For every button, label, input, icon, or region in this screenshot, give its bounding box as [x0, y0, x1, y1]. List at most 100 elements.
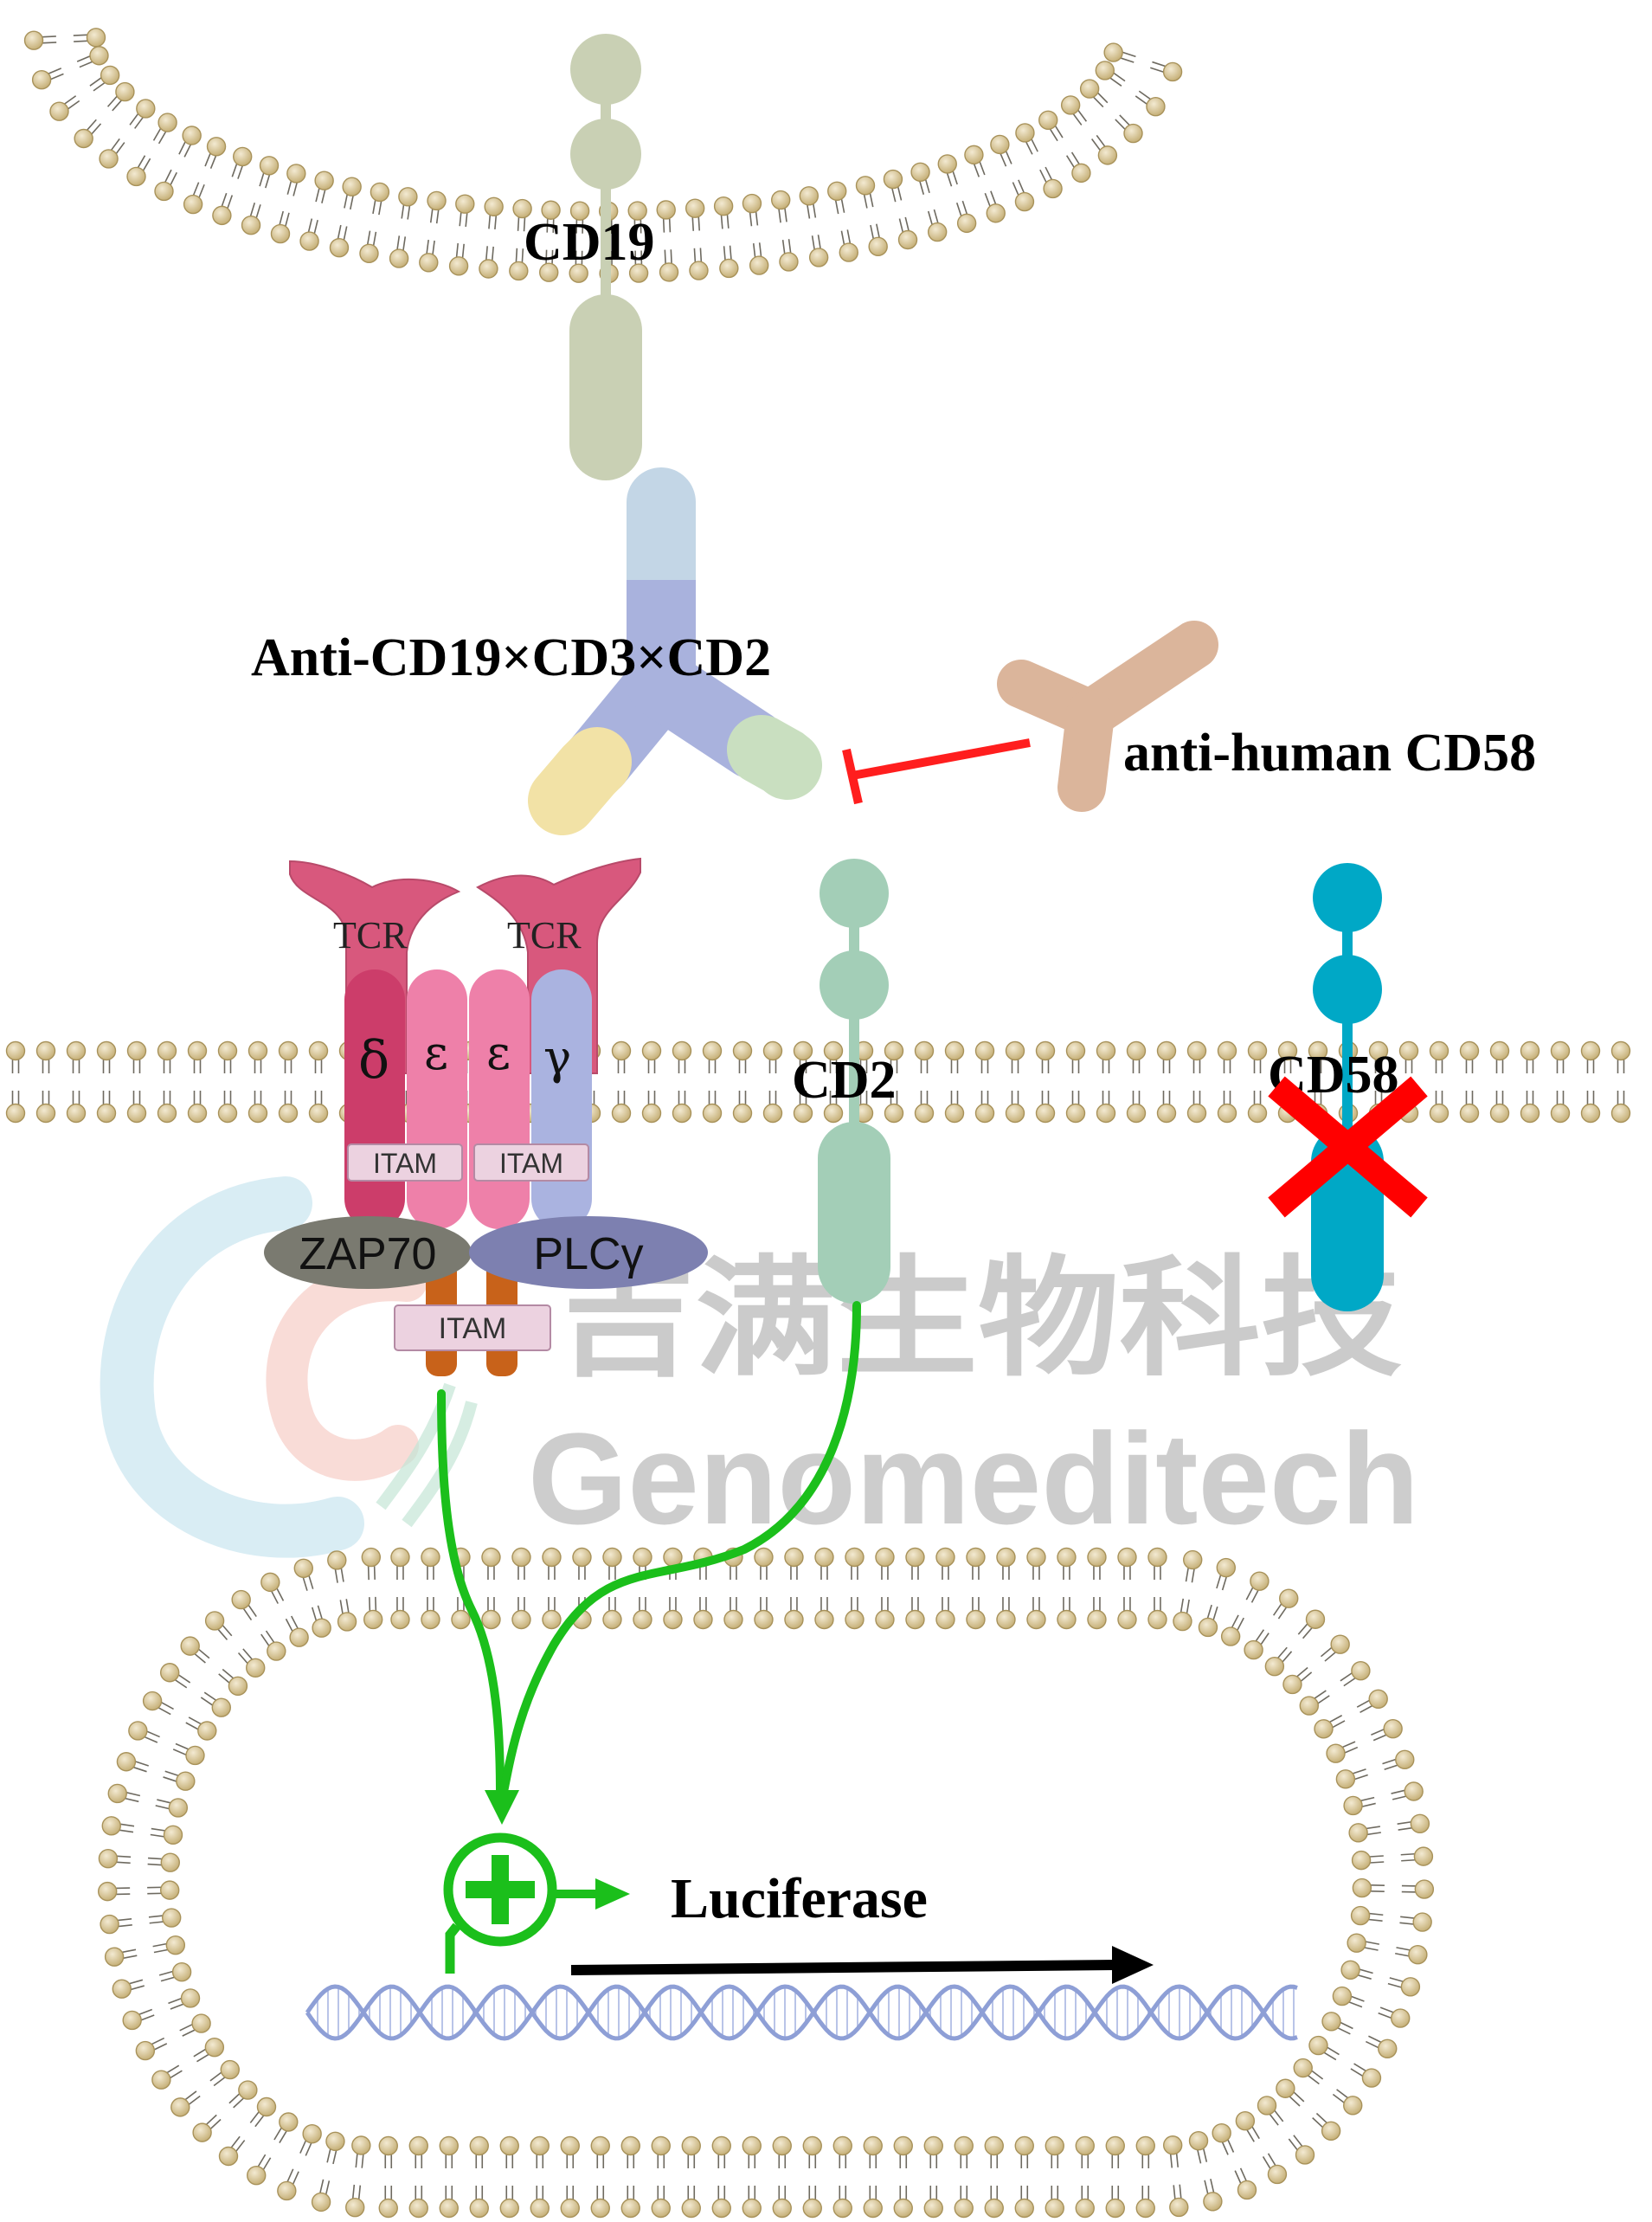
lipid-molecule — [481, 1547, 501, 1580]
lipid-molecule — [247, 2154, 272, 2186]
cd19-domain — [570, 34, 641, 105]
cd2-signal-arrow — [499, 1301, 861, 1796]
lipid-molecule — [984, 2186, 1004, 2219]
lipid-molecule — [1299, 1690, 1330, 1716]
lipid-molecule — [845, 1547, 865, 1580]
lipid-molecule — [1351, 1850, 1385, 1871]
lipid-molecule — [337, 1599, 357, 1632]
lipid-molecule — [101, 1816, 135, 1836]
lipid-molecule — [378, 2186, 398, 2219]
lipid-molecule — [1288, 2135, 1315, 2165]
lipid-molecule — [1186, 1091, 1207, 1124]
lipid-molecule — [656, 200, 676, 233]
lipid-molecule — [390, 1597, 410, 1630]
watermark: 吉满生物科技 Genomeditech — [100, 1176, 1419, 1558]
lipid-molecule — [996, 1547, 1016, 1580]
lipid-molecule — [884, 1040, 904, 1073]
lipid-molecule — [1147, 1547, 1167, 1580]
lipid-molecule — [421, 1547, 440, 1580]
lipid-molecule — [259, 156, 280, 189]
lipid-molecule — [772, 2186, 792, 2219]
lipid-molecule — [659, 249, 679, 282]
lipid-molecule — [329, 224, 350, 258]
lipid-molecule — [779, 239, 799, 272]
lipid-molecule — [772, 2135, 792, 2168]
itam-box-right — [473, 1143, 589, 1182]
lipid-molecule — [187, 1040, 208, 1073]
tcr-left — [289, 860, 461, 1074]
lipid-molecule — [122, 2008, 155, 2031]
lipid-molecule — [974, 1091, 995, 1124]
plcg-label: PLCγ — [533, 1229, 643, 1279]
lipid-molecule — [651, 2186, 671, 2219]
lipid-molecule — [1075, 2135, 1095, 2168]
cd2-receptor — [818, 859, 890, 1304]
lipid-molecule — [363, 1596, 383, 1630]
lipid-molecule — [1039, 166, 1063, 199]
lipid-molecule — [147, 1852, 180, 1872]
lipid-molecule — [944, 1040, 965, 1073]
lipid-molecule — [905, 1547, 925, 1580]
lipid-molecule — [560, 2186, 580, 2219]
bispecific-label: Anti-CD19×CD3×CD2 — [251, 628, 771, 687]
lipid-molecule — [209, 2059, 240, 2087]
watermark-chinese: 吉满生物科技 — [554, 1244, 1402, 1394]
lipid-molecule — [185, 1716, 217, 1741]
lipid-molecule — [1045, 2186, 1064, 2219]
lipid-molecule — [914, 1091, 935, 1124]
lipid-molecule — [73, 28, 106, 48]
lipid-molecule — [327, 1550, 347, 1583]
lipid-molecule — [135, 2037, 168, 2061]
lipid-molecule — [685, 198, 705, 231]
lipid-molecule — [228, 2080, 258, 2109]
lipid-molecule — [311, 2179, 331, 2212]
lipid-molecule — [1126, 1091, 1147, 1124]
lipid-molecule — [883, 169, 903, 203]
lipid-molecule — [151, 2064, 183, 2090]
lipid-molecule — [1014, 2135, 1034, 2168]
lipid-molecule — [1368, 1040, 1389, 1073]
lipid-molecule — [179, 2013, 211, 2037]
lipid-molecule — [1162, 2135, 1183, 2168]
lipid-molecule — [1212, 2122, 1235, 2155]
lipid-molecule — [868, 223, 888, 257]
lipid-molecule — [620, 2135, 640, 2168]
lipid-molecule — [241, 203, 261, 235]
lipid-molecule — [299, 2124, 322, 2156]
lipid-molecule — [314, 171, 334, 203]
lipid-molecule — [168, 1988, 201, 2010]
lipid-molecule — [74, 119, 102, 149]
lipid-molecule — [771, 190, 791, 223]
lipid-molecule — [1326, 1741, 1359, 1763]
anti-cd58-antibody — [997, 621, 1218, 812]
lipid-molecule — [1245, 1571, 1270, 1603]
transcription-arrowhead — [1112, 1946, 1154, 1984]
lipid-molecule — [106, 81, 135, 112]
lipid-molecule — [702, 1040, 723, 1073]
lipid-molecule — [484, 196, 504, 230]
lipid-molecule — [148, 1908, 182, 1928]
lipid-molecule — [1312, 2112, 1341, 2141]
lipid-molecule — [299, 218, 319, 251]
plcg — [469, 1216, 708, 1289]
itam-zeta-label: ITAM — [439, 1312, 507, 1345]
lipid-molecule — [455, 194, 475, 227]
lipid-molecule — [1012, 179, 1035, 212]
lipid-molecule — [681, 2135, 701, 2168]
lipid-molecule — [590, 2186, 610, 2219]
lipid-molecule — [799, 186, 819, 219]
lipid-molecule — [711, 2186, 731, 2219]
lipid-molecule — [126, 1040, 147, 1073]
lipid-molecule — [1343, 1795, 1376, 1816]
lipid-molecule — [672, 1040, 692, 1073]
lipid-molecule — [66, 1091, 87, 1124]
lipid-molecule — [1382, 1749, 1415, 1771]
lipid-molecule — [154, 169, 177, 202]
lipid-molecule — [1348, 1823, 1381, 1843]
lipid-molecule — [814, 1597, 834, 1630]
lipid-molecule — [509, 248, 529, 281]
lipid-molecule — [129, 99, 156, 129]
cd19-label: CD19 — [524, 213, 655, 272]
lipid-molecule — [935, 1547, 955, 1580]
